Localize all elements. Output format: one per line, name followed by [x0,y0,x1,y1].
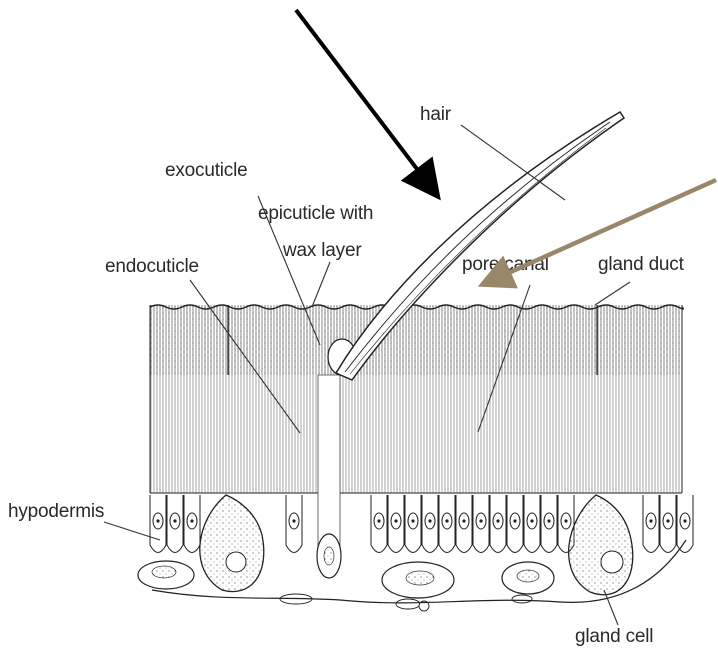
hypodermis-nucleolus [445,519,448,522]
hypodermis-nucleolus [666,519,669,522]
hypodermis-nucleolus [683,519,686,522]
hypodermis-nucleolus [377,519,380,522]
label-exocuticle: exocuticle [165,160,248,181]
hypodermis-nucleolus [394,519,397,522]
label-hair: hair [420,104,452,125]
hypodermis-nucleolus [173,519,176,522]
hypodermis-nucleolus [292,519,295,522]
gland-cell-right [569,495,633,595]
label-endocuticle: endocuticle [105,256,199,277]
label-epicuticle-line1: epicuticle with [258,203,373,224]
label-epicuticle-line2: wax layer [282,240,362,261]
endocuticle-layer [150,375,682,493]
hypodermis-nucleolus [411,519,414,522]
label-gland-cell: gland cell [575,626,653,647]
hypodermis-nucleolus [496,519,499,522]
label-pore-canal: pore canal [462,254,549,275]
hypodermis-nucleolus [547,519,550,522]
hypodermis-nucleolus [462,519,465,522]
hypodermis-nucleolus [156,519,159,522]
cuticle-layers [150,305,683,493]
hypodermis-nucleolus [530,519,533,522]
hypodermis-nucleolus [564,519,567,522]
hair-socket-channel [318,375,340,560]
hypodermis-nucleolus [649,519,652,522]
hypodermis-nucleolus [190,519,193,522]
hypodermis-nucleolus [428,519,431,522]
label-gland-duct: gland duct [598,254,685,275]
label-hypodermis: hypodermis [8,501,104,522]
gland-cell-left [200,495,264,592]
hypodermis-nucleolus [479,519,482,522]
black-pointer-arrow [296,10,436,194]
exocuticle-stipple [150,305,682,375]
hypodermis-nucleolus [513,519,516,522]
